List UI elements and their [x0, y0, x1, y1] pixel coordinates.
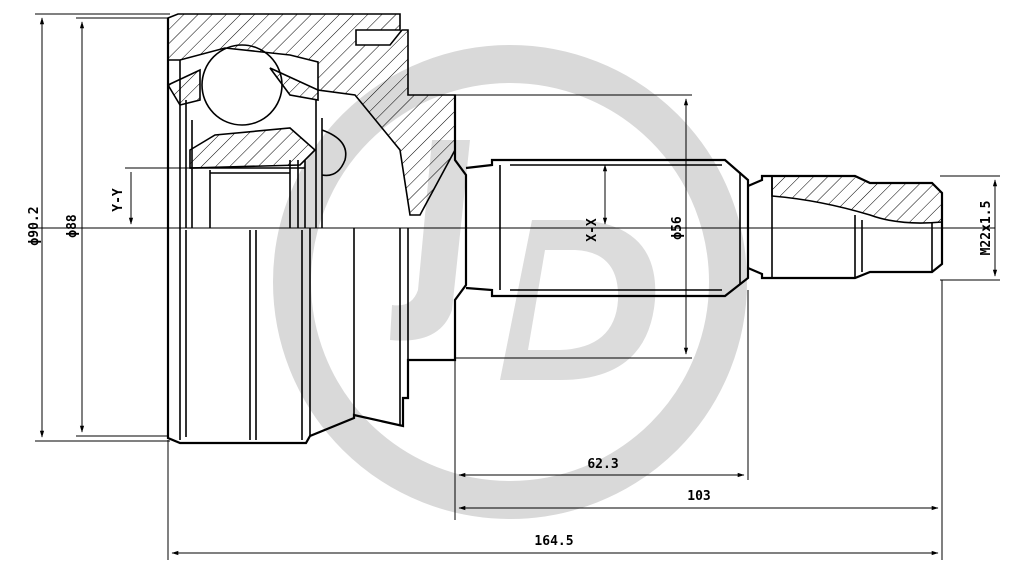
- bell-housing: [166, 13, 468, 445]
- dim-spline-length: 62.3: [587, 457, 618, 472]
- dim-shaft-diameter: ϕ56: [670, 216, 685, 240]
- dim-inner-diameter: ϕ88: [65, 214, 80, 238]
- spline-shaft: [465, 158, 944, 298]
- dim-thread: M22x1.5: [979, 201, 994, 256]
- ball: [201, 44, 283, 126]
- watermark-logo: [273, 45, 747, 519]
- axis-label-y: Y-Y: [111, 188, 126, 212]
- dim-outer-diameter: ϕ90.2: [27, 206, 42, 245]
- inner-race: [166, 44, 347, 228]
- dim-total-length: 164.5: [534, 534, 573, 549]
- dimension-lines: [35, 13, 1000, 560]
- dim-stub-length: 103: [687, 489, 710, 504]
- axis-label-x: X-X: [585, 218, 600, 242]
